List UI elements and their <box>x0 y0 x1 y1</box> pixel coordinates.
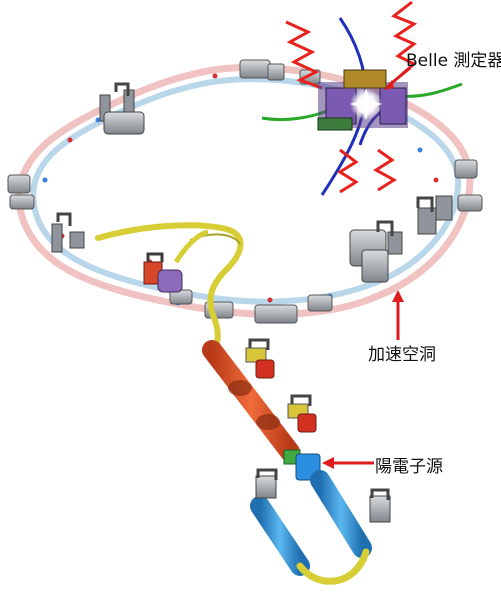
particle-jets <box>285 0 418 194</box>
linac-front <box>202 338 317 462</box>
belle-detector <box>317 69 408 131</box>
source-label: 陽電子源 <box>375 457 443 477</box>
linac-back <box>250 468 391 585</box>
cavity-arrow <box>392 290 404 340</box>
rf-cavity-stand <box>99 82 145 135</box>
source-arrow <box>322 457 374 469</box>
cavity-label: 加速空洞 <box>368 345 436 365</box>
ring-magnets <box>7 59 483 324</box>
detector-arrow <box>384 66 411 90</box>
injector-module <box>143 252 183 293</box>
rf-cavity-stand <box>51 212 85 253</box>
detector-label: Belle 測定器 <box>406 51 501 71</box>
rf-cavities-right <box>349 195 453 283</box>
